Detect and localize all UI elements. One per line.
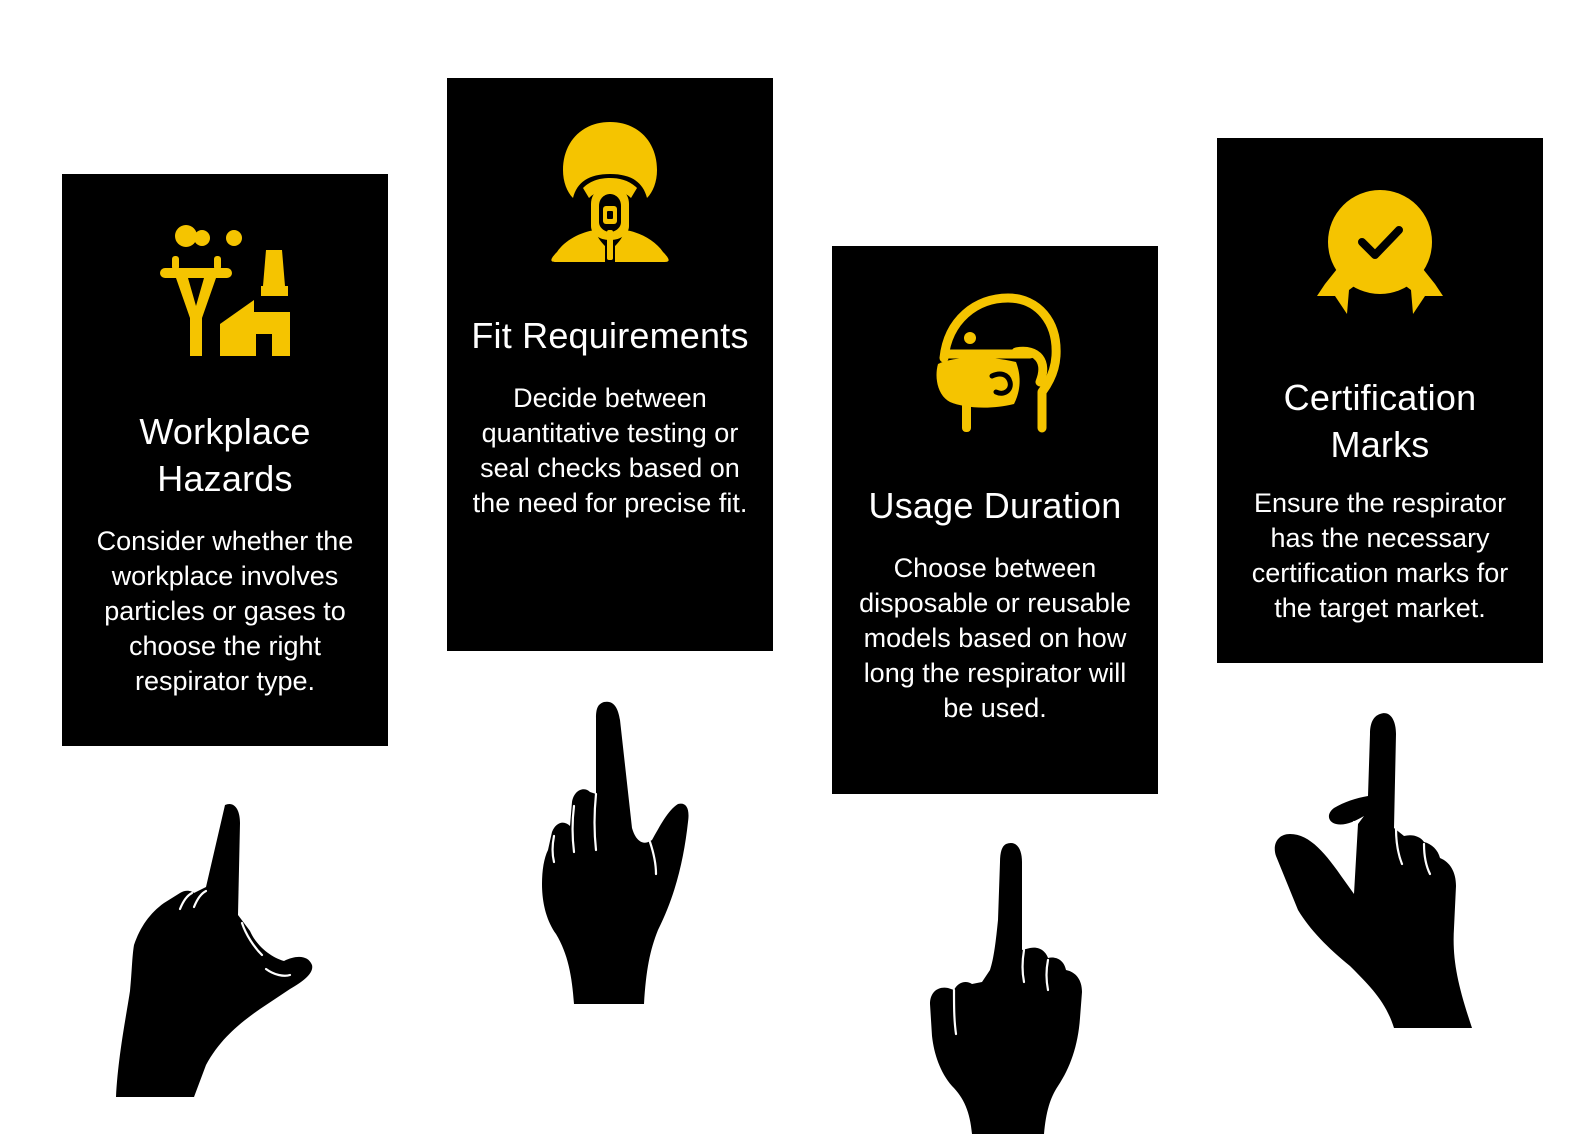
pointing-hand-icon	[542, 701, 689, 1004]
card-description: Decide between quantitative testing or s…	[472, 383, 748, 518]
pointing-hand-icon	[1274, 713, 1472, 1028]
card-certification-marks: Certification Marks Ensure the respirato…	[1217, 138, 1543, 663]
card-title: Usage Duration	[868, 485, 1122, 526]
card-description: Consider whether the workplace involves …	[96, 526, 354, 696]
card-description: Choose between disposable or reusable mo…	[859, 553, 1131, 723]
card-workplace-hazards: Workplace Hazards Consider whether the w…	[62, 174, 388, 746]
card-title: Certification Marks	[1283, 377, 1477, 465]
helmet-mask-icon	[936, 293, 1061, 433]
card-usage-duration: Usage Duration Choose between disposable…	[832, 246, 1158, 794]
card-description: Ensure the respirator has the necessary …	[1251, 488, 1509, 623]
card-title: Workplace Hazards	[139, 411, 311, 499]
card-title: Fit Requirements	[471, 315, 749, 356]
pointing-hand-icon	[116, 803, 313, 1097]
pointing-hand-icon	[930, 842, 1082, 1134]
factory-hazard-icon	[160, 225, 290, 356]
certification-badge-icon	[1317, 190, 1443, 314]
mask-fit-icon	[551, 122, 669, 262]
card-fit-requirements: Fit Requirements Decide between quantita…	[447, 78, 773, 651]
